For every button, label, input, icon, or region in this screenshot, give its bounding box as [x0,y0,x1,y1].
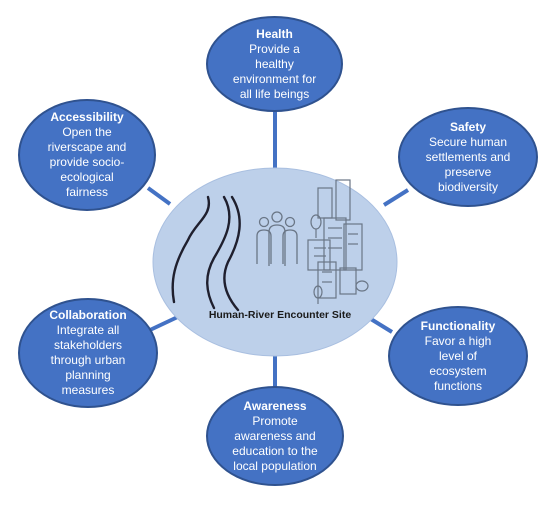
people-icon [256,211,298,266]
node-functionality: Functionality Favor a high level of ecos… [388,306,528,406]
city-icon [307,179,369,304]
node-collaboration: Collaboration Integrate all stakeholders… [18,298,158,408]
node-accessibility: Accessibility Open the riverscape and pr… [18,99,156,211]
node-health: Health Provide a healthy environment for… [206,16,343,112]
connectors [146,108,410,390]
center-ellipse [152,167,398,357]
node-safety-title: Safety [449,119,487,134]
node-safety: Safety Secure human settlements and pres… [398,107,538,207]
connector-accessibility [146,186,172,206]
node-functionality-text: Favor a high level of ecosystem function… [424,333,492,393]
node-collaboration-text: Integrate all stakeholders through urban… [50,323,126,397]
node-awareness-title: Awareness [243,398,307,413]
center-label: Human-River Encounter Site [208,309,352,321]
node-awareness-text: Promote awareness and education to the l… [232,413,318,473]
connector-safety [382,188,410,207]
river-icon [171,195,241,312]
node-accessibility-title: Accessibility [50,110,124,124]
node-health-text: Provide a healthy environment for all li… [232,41,317,101]
node-awareness: Awareness Promote awareness and educatio… [206,386,344,486]
node-accessibility-text: Open the riverscape and provide socio-ec… [47,125,127,199]
node-collaboration-title: Collaboration [49,308,127,322]
node-functionality-title: Functionality [420,318,496,333]
node-safety-text: Secure human settlements and preserve bi… [425,134,511,194]
node-health-title: Health [256,26,293,41]
